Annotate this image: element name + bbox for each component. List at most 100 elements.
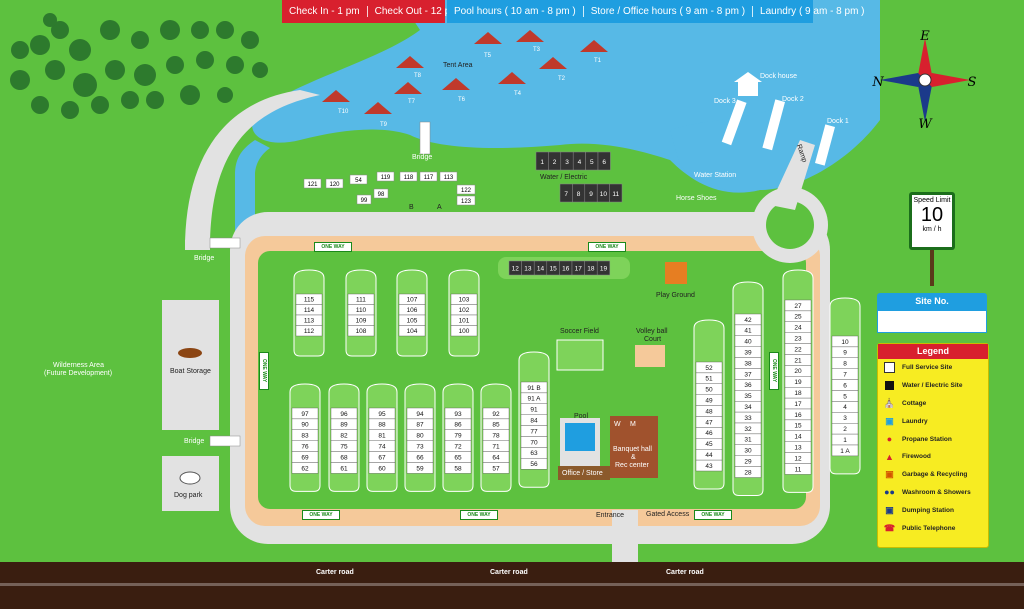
campsite-number: 65 [454,454,462,461]
campsite[interactable] [406,462,434,474]
campsite-number: 102 [459,307,470,314]
campsite[interactable] [398,325,426,337]
campsite-number: 96 [340,411,348,418]
campsite[interactable] [596,260,611,276]
speed-limit-sign: Speed Limit 10 km / h [909,192,955,250]
campsite[interactable] [356,194,372,205]
site-number-box: Site No. [877,293,987,333]
campsite[interactable] [347,325,375,337]
campsite-number: 15 [794,423,802,430]
campsite-number: 103 [459,297,470,304]
road-name-3: Carter road [666,569,704,576]
campsite[interactable] [349,174,368,185]
campsite[interactable] [482,462,510,474]
legend-item: ▣Laundry [878,412,988,430]
campsite-number: 73 [416,444,424,451]
campsite-number: 9 [589,191,593,198]
campsite[interactable] [330,462,358,474]
campsite[interactable] [734,466,762,478]
campsite-number: 45 [705,441,713,448]
campsite-number: 70 [530,439,538,446]
campsite-number: 66 [416,454,424,461]
campsite[interactable] [368,462,396,474]
campsite-number: 106 [407,307,418,314]
compass-e: E [919,30,930,44]
site-no-value[interactable] [877,310,987,333]
campsite-number: 17 [794,401,802,408]
campsite[interactable] [609,183,623,203]
campsite[interactable] [295,325,323,337]
dog-park-label: Dog park [174,492,203,499]
play-ground-label: Play Ground [656,292,695,299]
campsite-number: 40 [744,339,752,346]
campsite-number: 8 [577,191,581,198]
campsite[interactable] [456,184,476,195]
campsite[interactable] [784,463,812,475]
campsite[interactable] [303,178,322,189]
hours-banner: Pool hours ( 10 am - 8 pm ) Store / Offi… [447,0,865,23]
campsite-number: 79 [454,433,462,440]
boat-storage-area [162,300,219,430]
campsite-number: 68 [340,454,348,461]
campsite-number: 72 [454,444,462,451]
campsite[interactable] [831,444,859,457]
campsite-number: 90 [301,422,309,429]
campsite-number: 81 [378,433,386,440]
campsite-number: 51 [705,376,713,383]
campsite-number: 76 [301,444,309,451]
campsite-number: 4 [843,404,847,411]
tent-site-label: T1 [594,58,602,64]
campsite[interactable] [456,195,476,206]
compass-w: W [918,117,933,130]
campsite[interactable] [419,171,438,182]
campsite-number: 84 [530,418,538,425]
tent-site-label: T4 [514,91,522,97]
volleyball-label: Volley ball [636,328,668,335]
campsite-number: 25 [794,314,802,321]
campsite-number: 7 [564,191,568,198]
office-store-label: Office / Store [562,470,603,477]
campsite[interactable] [399,171,418,182]
campsite[interactable] [439,171,458,182]
campsite-number: 46 [705,430,713,437]
pool-label: Pool [574,413,589,420]
trees [10,13,268,119]
horse-shoes-label: Horse Shoes [676,195,717,202]
one-way-sign: ONE WAY [302,510,340,520]
campsite-number: 22 [794,346,802,353]
campsite-number: 58 [454,465,462,472]
campsite[interactable] [291,462,319,474]
compass-n: N [871,75,884,90]
campsite[interactable] [325,178,344,189]
campsite[interactable] [597,151,611,171]
check-out-text: Check Out - 12 pm [374,6,459,17]
campsite[interactable] [695,459,723,472]
campsite-number: 115 [304,297,315,304]
campsite-number: 111 [356,297,366,304]
campsite[interactable] [373,188,389,199]
campsite[interactable] [444,462,472,474]
campsite-number: 91 B [527,385,540,392]
campsite[interactable] [450,325,478,337]
campsite-number: 14 [537,266,545,273]
legend-item-label: Firewood [902,453,931,461]
water-electric-label: Water / Electric [540,174,588,181]
campsite-number: 16 [794,412,802,419]
one-way-sign: ONE WAY [259,352,269,390]
one-way-sign: ONE WAY [769,352,779,390]
campsite-number: 119 [381,175,391,181]
campsite[interactable] [520,458,548,470]
banquet-label-3: Rec center [615,462,649,469]
bridge-left-label: Bridge [194,255,215,262]
legend-item: ☎Public Telephone [878,519,988,537]
campsite-number: 33 [744,415,752,422]
campsite-number: 95 [378,411,386,418]
campsite[interactable] [376,171,395,182]
